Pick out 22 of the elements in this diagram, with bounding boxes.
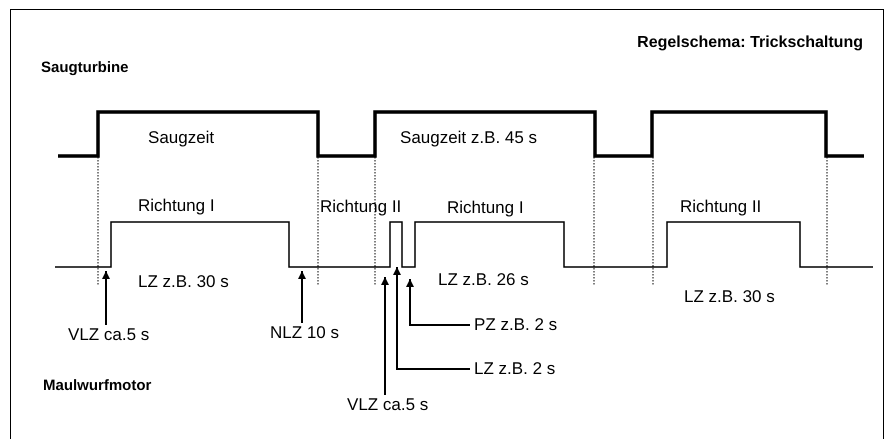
leader-arrow bbox=[298, 271, 306, 323]
time-label: LZ z.B. 2 s bbox=[474, 359, 556, 379]
timing-label: Richtung II bbox=[320, 197, 402, 217]
time-label: NLZ 10 s bbox=[270, 323, 339, 343]
signal-name: Maulwurfmotor bbox=[43, 376, 152, 396]
timing-label: Saugzeit z.B. 45 s bbox=[400, 128, 538, 148]
leader-arrow bbox=[393, 267, 470, 370]
time-label: VLZ ca.5 s bbox=[347, 395, 428, 415]
timing-label: Saugzeit bbox=[148, 128, 214, 148]
leader-arrow bbox=[381, 277, 389, 395]
timing-label: LZ z.B. 30 s bbox=[684, 287, 775, 307]
time-label: VLZ ca.5 s bbox=[68, 325, 150, 345]
time-label: PZ z.B. 2 s bbox=[474, 315, 558, 335]
diagram-title: Regelschema: Trickschaltung bbox=[637, 33, 863, 53]
timing-label: LZ z.B. 30 s bbox=[138, 272, 229, 292]
timing-label: Richtung I bbox=[447, 198, 524, 218]
timing-label: Richtung I bbox=[138, 196, 215, 216]
signal-name: Saugturbine bbox=[41, 58, 129, 78]
leader-arrow bbox=[102, 271, 110, 325]
timing-label: Richtung II bbox=[680, 197, 762, 217]
leader-arrow bbox=[406, 279, 470, 326]
timing-label: LZ z.B. 26 s bbox=[438, 270, 529, 290]
